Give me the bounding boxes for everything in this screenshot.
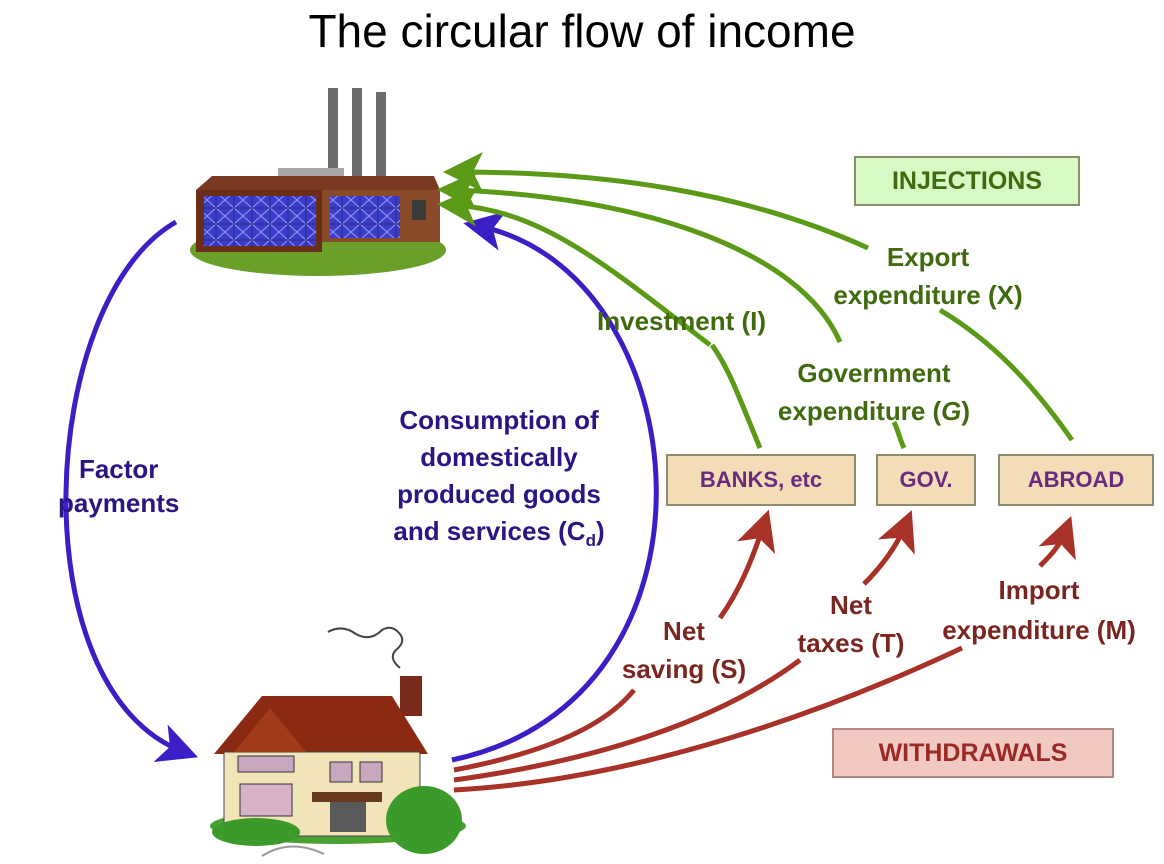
investment-arrow-tail	[709, 343, 763, 449]
taxes-line1: Net	[830, 590, 872, 620]
factor-payments-label: Factor payments	[58, 452, 179, 520]
government-arrow-tail	[891, 420, 907, 450]
government-close: )	[961, 396, 971, 426]
consumption-subscript: d	[585, 531, 596, 551]
export-label: Export expenditure (X)	[808, 238, 1048, 314]
import-line2: expenditure (M)	[942, 615, 1136, 645]
export-arrow-tail	[938, 307, 1075, 442]
taxes-arrow-tail	[453, 657, 802, 783]
page-title: The circular flow of income	[308, 5, 856, 57]
banks-box: BANKS, etc	[666, 454, 856, 506]
export-line1: Export	[886, 242, 970, 272]
consumption-label: Consumption of domestically produced goo…	[364, 402, 634, 559]
import-line1: Import	[998, 575, 1080, 605]
house-icon	[210, 626, 466, 857]
import-label: Import expenditure (M)	[914, 570, 1164, 650]
consumption-close: )	[595, 516, 605, 546]
government-line2-text: expenditure (	[777, 396, 942, 426]
taxes-label: Net taxes (T)	[776, 586, 926, 662]
saving-label: Net saving (S)	[604, 612, 764, 688]
consumption-line3: produced goods	[397, 479, 601, 509]
taxes-line2: taxes (T)	[797, 628, 905, 658]
consumption-line4-text: and services (C	[393, 516, 586, 546]
factory-icon	[190, 88, 446, 276]
factor-label-line1: Factor	[78, 454, 159, 484]
consumption-arrow	[451, 211, 659, 763]
gov-box: GOV.	[876, 454, 976, 506]
consumption-line4: and services (Cd)	[364, 513, 634, 559]
government-line1: Government	[797, 358, 951, 388]
export-line2: expenditure (X)	[833, 280, 1023, 310]
consumption-line1: Consumption of	[399, 405, 599, 435]
saving-arrow-tail	[453, 688, 636, 773]
investment-label: Investment (I)	[597, 306, 767, 336]
government-arrow	[437, 170, 843, 343]
consumption-line2: domestically	[420, 442, 578, 472]
saving-arrow	[717, 509, 776, 620]
taxes-arrow	[862, 510, 915, 586]
government-g: G	[941, 396, 962, 426]
saving-line1: Net	[663, 616, 705, 646]
factor-label-line2: payments	[58, 488, 180, 518]
import-arrow	[1038, 515, 1076, 568]
injections-box: INJECTIONS	[854, 156, 1080, 206]
factor-payments-arrow	[63, 219, 199, 762]
government-line2: expenditure (G)	[764, 392, 984, 430]
investment-arrow	[437, 186, 712, 347]
export-arrow	[443, 152, 870, 251]
import-arrow-tail	[453, 645, 964, 793]
abroad-box: ABROAD	[998, 454, 1154, 506]
saving-line2: saving (S)	[621, 654, 747, 684]
withdrawals-box: WITHDRAWALS	[832, 728, 1114, 778]
government-label: Government expenditure (G)	[764, 354, 984, 430]
